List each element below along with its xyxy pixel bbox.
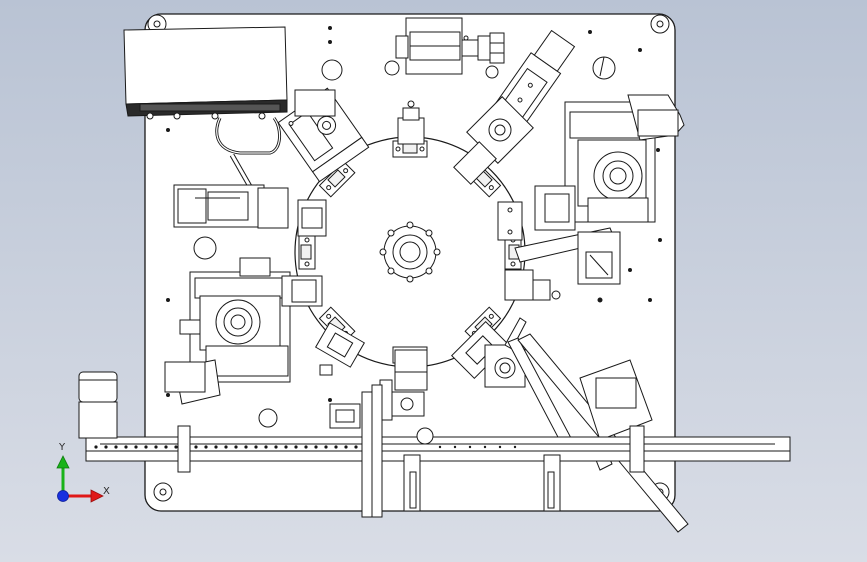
plate-holes [166,26,662,428]
coordinate-triad [56,455,104,503]
left-end-cylinder [78,371,118,439]
x-axis-label: X [103,486,110,497]
z-axis-dot [57,490,69,502]
conveyor-rail [85,384,791,518]
top-left-motor [123,26,288,192]
right-motor-assembly [497,94,685,303]
right-small-parts [504,269,561,301]
station-lower-left [314,322,366,376]
conveyor-pitch-marks [94,445,517,449]
left-motor-assembly [164,257,323,405]
station-lower-right [451,317,689,533]
y-axis-label: Y [59,442,66,453]
top-cylinder [395,17,505,75]
station-upper-right [453,29,576,185]
left-slide-station [173,184,327,237]
station-upper-left [277,87,370,183]
